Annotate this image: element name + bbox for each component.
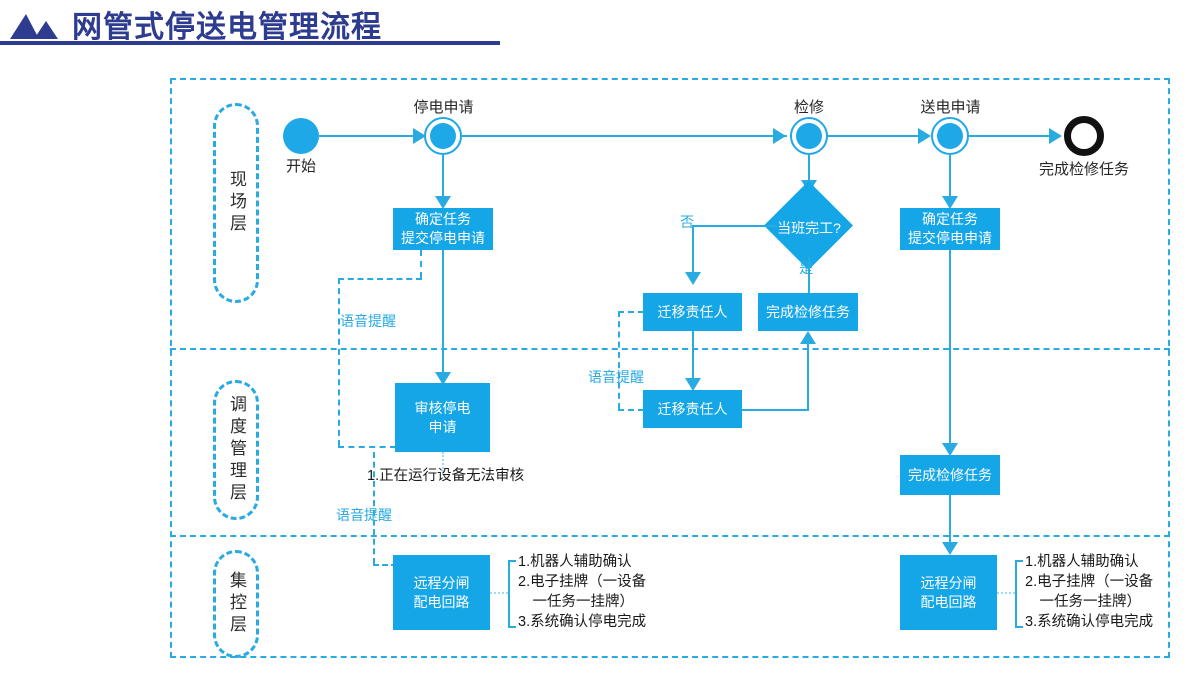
edge-maintenance-to-poweron — [828, 135, 926, 137]
arrowhead-transfer-down — [685, 378, 701, 391]
arrowhead-start-to-outage — [413, 128, 426, 144]
remote-left-note-connector — [490, 592, 508, 594]
remote-right-note-bracket — [1015, 560, 1023, 628]
lane-divider-2 — [170, 535, 1170, 537]
node-end[interactable] — [1064, 116, 1104, 156]
voice-reminder-1-seg-a — [420, 250, 422, 278]
voice-reminder-1-seg-c — [338, 278, 340, 446]
node-confirm-task-outage[interactable]: 确定任务 提交停电申请 — [393, 208, 493, 250]
note-review-outage: 1.正在运行设备无法审核 — [367, 468, 525, 484]
node-complete-task-dispatch[interactable]: 完成检修任务 — [900, 455, 1000, 495]
note-remote-switch-left: 1.机器人辅助确认 2.电子挂牌（一设备 一任务一挂牌） 3.系统确认停电完成 — [518, 554, 647, 630]
page-header: 网管式停送电管理流程 — [0, 0, 1187, 52]
edge-transfer-down — [692, 331, 694, 383]
node-outage-request-label: 停电申请 — [413, 99, 474, 116]
node-transfer-owner-dispatch[interactable]: 迁移责任人 — [643, 390, 742, 428]
edge-transfer-dispatch-up — [807, 344, 809, 409]
lane-label-dispatch: 调度管理层 — [213, 380, 259, 520]
arrowhead-transfer-dispatch-up — [800, 331, 816, 344]
remote-right-note-connector — [997, 592, 1015, 594]
voice-reminder-1-seg-d — [338, 446, 396, 448]
node-review-outage[interactable]: 审核停电 申请 — [395, 383, 490, 452]
voice-reminder-2-label: 语音提醒 — [336, 507, 392, 523]
edge-complete-to-remote-right — [949, 495, 951, 547]
arrowhead-complete-to-remote-right — [942, 542, 958, 555]
note-remote-switch-right: 1.机器人辅助确认 2.电子挂牌（一设备 一任务一挂牌） 3.系统确认停电完成 — [1025, 554, 1154, 630]
voice-reminder-3-seg-b — [618, 311, 620, 409]
review-note-connector — [442, 452, 444, 472]
node-maintenance-ring — [790, 117, 828, 155]
lane-label-field-text: 现场层 — [227, 170, 246, 236]
edge-poweron-confirm-to-complete — [949, 250, 951, 449]
arrowhead-maintenance-to-poweron — [918, 128, 931, 144]
edge-transfer-dispatch-right — [742, 409, 809, 411]
voice-reminder-2-seg-a — [373, 452, 375, 564]
arrowhead-no-branch — [685, 272, 701, 285]
node-confirm-task-poweron[interactable]: 确定任务 提交停电申请 — [900, 208, 1000, 250]
node-end-label: 完成检修任务 — [1038, 161, 1129, 178]
voice-reminder-3-label: 语音提醒 — [588, 369, 644, 385]
remote-left-note-bracket — [508, 560, 516, 628]
node-remote-switch-left[interactable]: 远程分闸 配电回路 — [393, 555, 490, 630]
node-poweron-request-ring — [931, 117, 969, 155]
lane-label-dispatch-text: 调度管理层 — [227, 395, 246, 505]
arrowhead-poweron-down — [942, 196, 958, 209]
node-outage-request-ring — [424, 117, 462, 155]
edge-outage-to-maintenance — [462, 135, 787, 137]
node-outage-request[interactable] — [430, 123, 456, 149]
voice-reminder-1-seg-b — [338, 278, 422, 280]
edge-confirm-to-review — [442, 250, 444, 378]
node-start[interactable] — [283, 118, 319, 154]
title-underline — [0, 41, 500, 45]
lane-label-central: 集控层 — [213, 550, 259, 658]
voice-reminder-3-seg-a — [618, 311, 644, 313]
lane-label-field: 现场层 — [213, 103, 259, 303]
node-maintenance-label: 检修 — [793, 99, 824, 116]
node-start-label: 开始 — [285, 158, 316, 175]
edge-start-to-outage — [319, 135, 421, 137]
edge-label-yes: 是 — [799, 260, 813, 276]
voice-reminder-1-label: 语音提醒 — [340, 313, 396, 329]
edge-poweron-to-end — [969, 135, 1057, 137]
node-remote-switch-right[interactable]: 远程分闸 配电回路 — [900, 555, 997, 630]
swimlane-frame — [170, 78, 1170, 658]
node-poweron-request-label: 送电申请 — [920, 99, 981, 116]
node-transfer-owner-field[interactable]: 迁移责任人 — [643, 293, 742, 331]
arrowhead-poweron-confirm-to-complete — [942, 443, 958, 456]
edge-label-no: 否 — [680, 214, 694, 230]
edge-yes-vertical — [808, 257, 810, 293]
edge-poweron-down — [949, 155, 951, 201]
node-decision-shift-done-label: 当班完工? — [777, 220, 841, 236]
mountain-triangle-icon — [10, 14, 58, 39]
voice-reminder-2-seg-b — [373, 564, 397, 566]
arrowhead-outage-down — [435, 196, 451, 209]
arrowhead-poweron-to-end — [1049, 128, 1062, 144]
arrowhead-outage-to-maintenance — [773, 128, 786, 144]
page-title: 网管式停送电管理流程 — [72, 10, 382, 45]
edge-outage-down — [442, 155, 444, 201]
edge-no-vertical — [692, 225, 694, 275]
voice-reminder-3-seg-c — [618, 409, 644, 411]
edge-maintenance-down — [808, 155, 810, 187]
arrowhead-confirm-to-review — [435, 372, 451, 385]
lane-label-central-text: 集控层 — [227, 571, 246, 637]
node-poweron-request[interactable] — [937, 123, 963, 149]
node-maintenance[interactable] — [796, 123, 822, 149]
edge-no-horizontal — [692, 225, 777, 227]
lane-divider-1 — [170, 348, 1170, 350]
node-complete-task-field[interactable]: 完成检修任务 — [758, 293, 858, 331]
